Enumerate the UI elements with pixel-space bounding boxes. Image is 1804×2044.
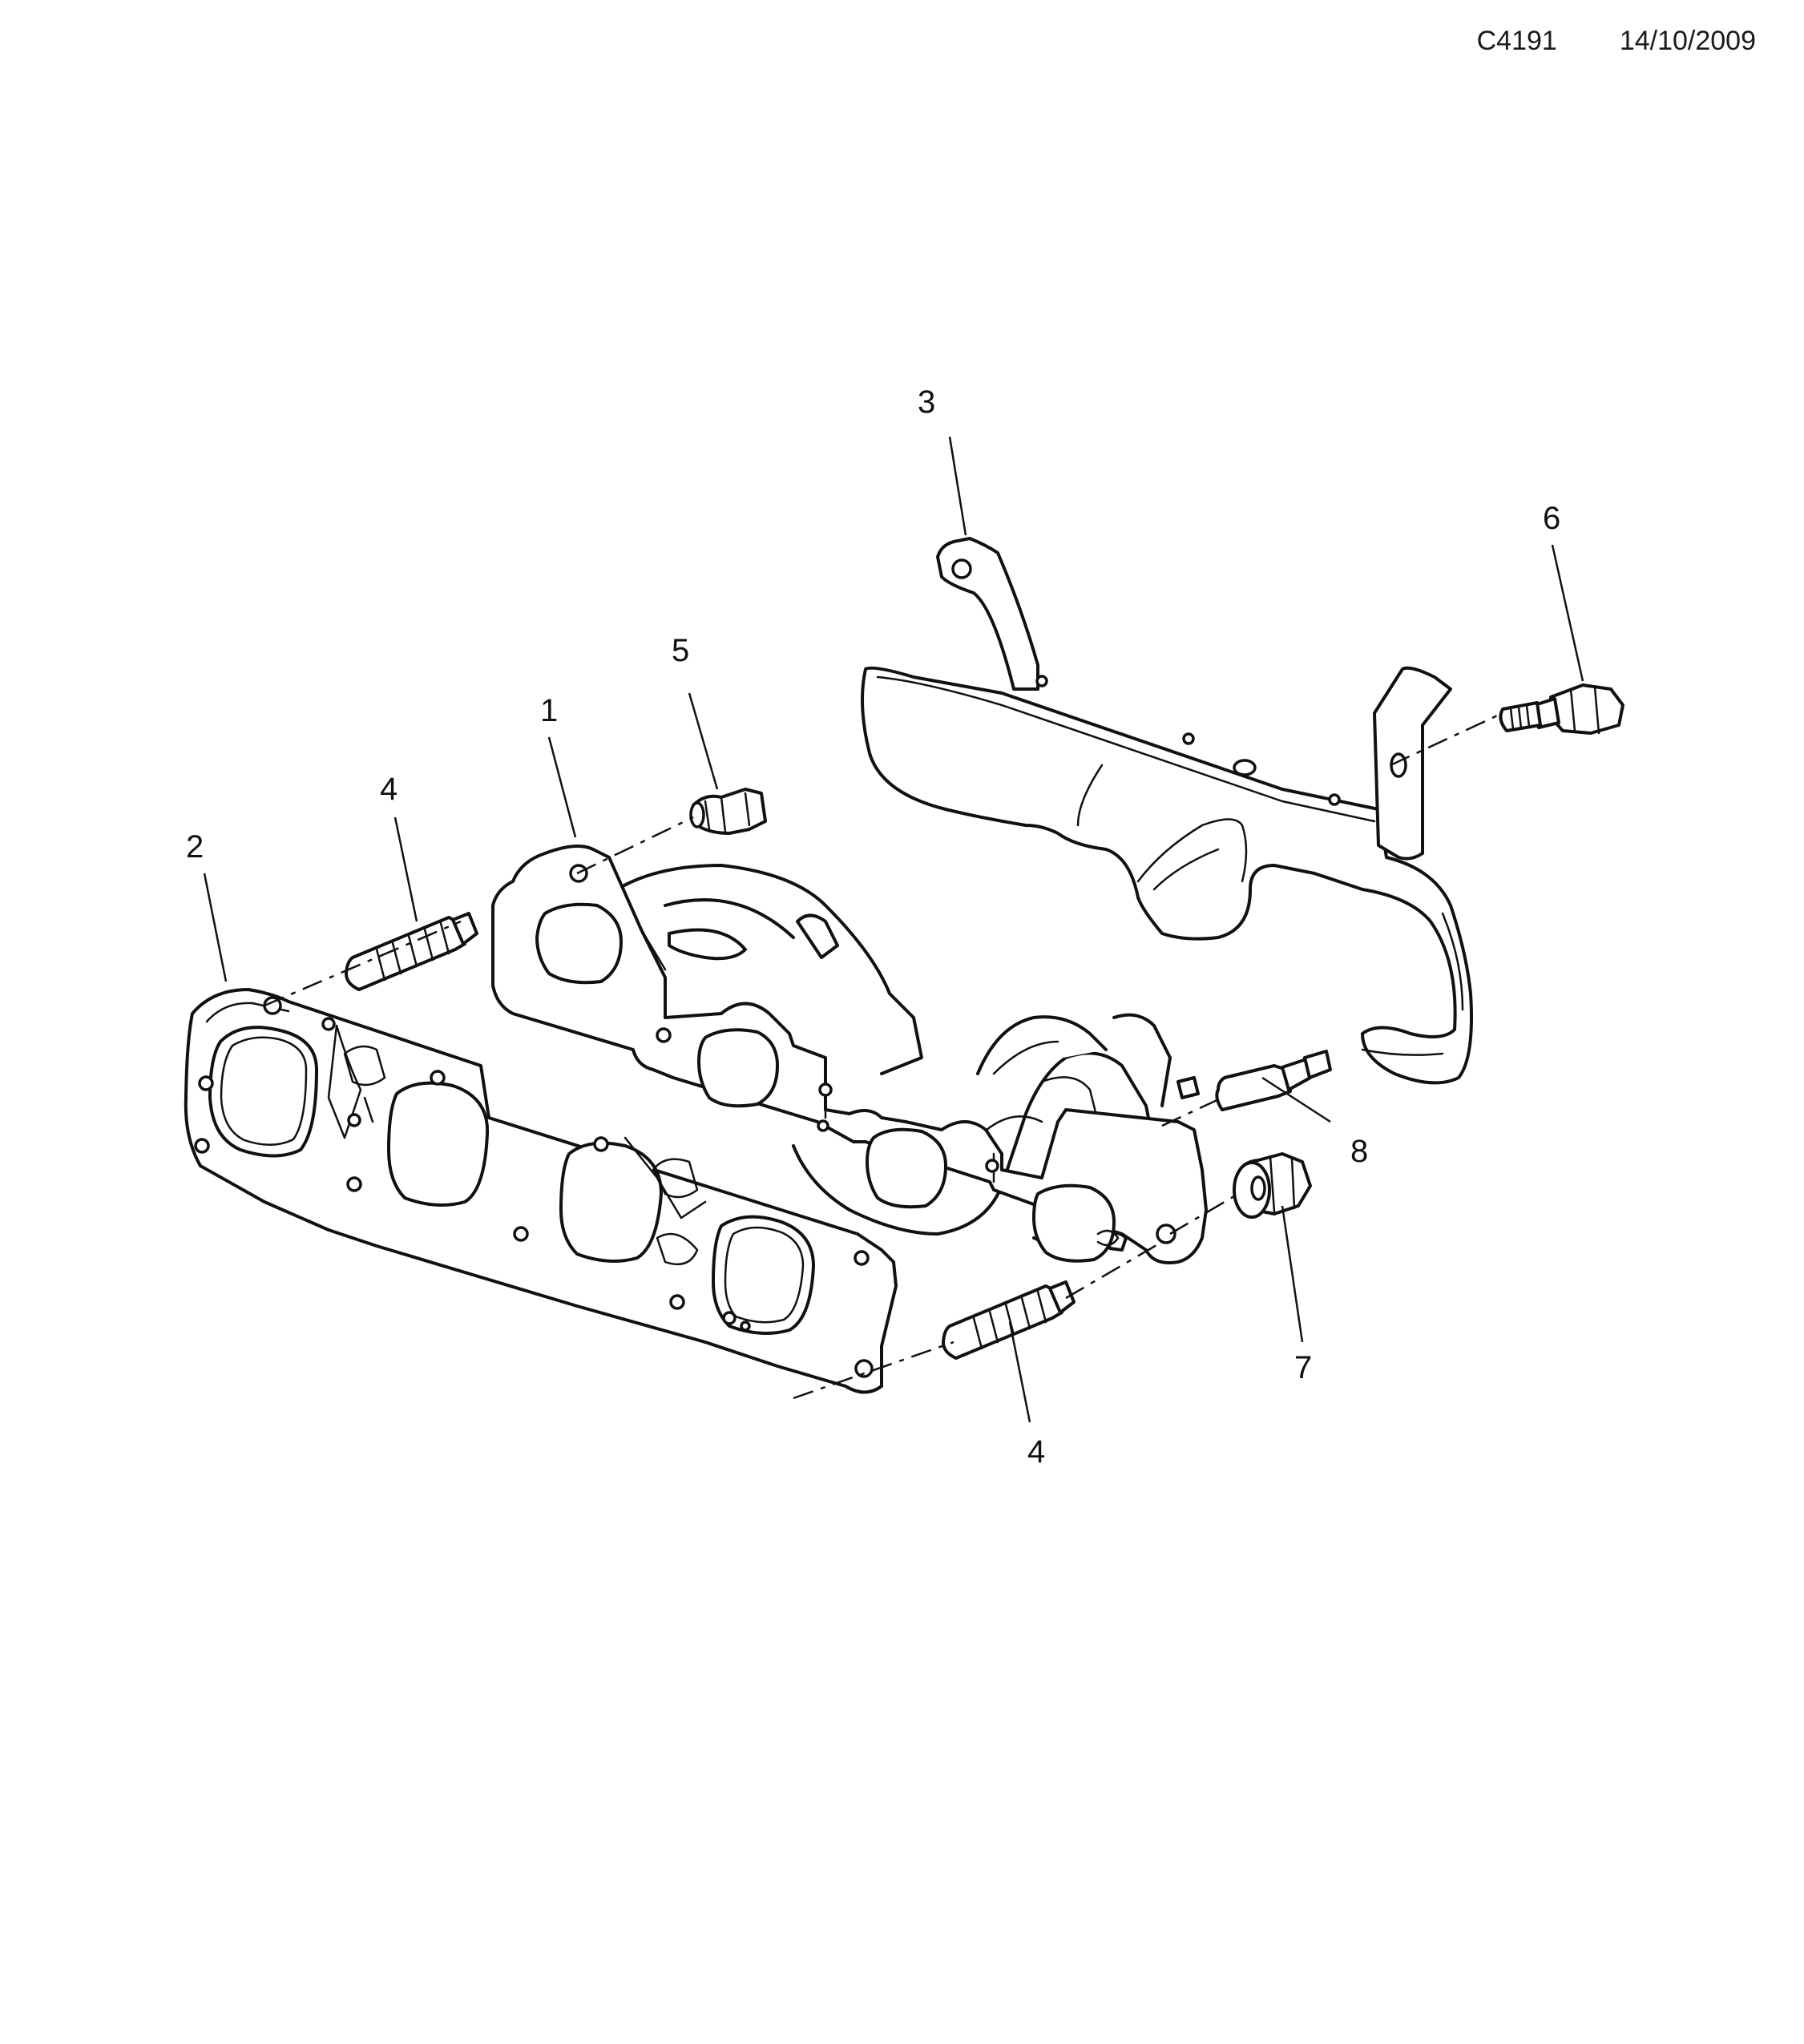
callout-gasket: 2 — [186, 829, 204, 865]
exhaust-manifold — [491, 845, 1208, 1264]
heat-shield — [861, 537, 1473, 1085]
stud-right — [1215, 1050, 1332, 1111]
callout-stud-lower: 4 — [1027, 1434, 1045, 1470]
stud-lower — [942, 1280, 1076, 1360]
diagram-header: C4191 14/10/2009 — [1477, 26, 1756, 57]
stud-upper — [345, 912, 478, 991]
callout-heat-shield: 3 — [918, 385, 935, 420]
shield-bolt — [1499, 683, 1624, 735]
callout-stud-right: 8 — [1350, 1134, 1368, 1169]
assembly-lines — [264, 712, 1503, 1400]
callout-manifold: 1 — [540, 693, 558, 728]
flange-nut — [1233, 1152, 1312, 1219]
diagram-code: C4191 — [1476, 26, 1557, 56]
diagram-date: 14/10/2009 — [1619, 26, 1756, 56]
sensor-nut — [689, 788, 767, 835]
manifold-gasket — [184, 988, 898, 1394]
callout-stud-upper: 4 — [380, 772, 398, 807]
callout-flange-nut: 7 — [1294, 1350, 1312, 1385]
callout-sensor-nut: 5 — [672, 633, 689, 668]
leader-lines — [203, 436, 1584, 1423]
callout-shield-bolt: 6 — [1543, 501, 1560, 536]
